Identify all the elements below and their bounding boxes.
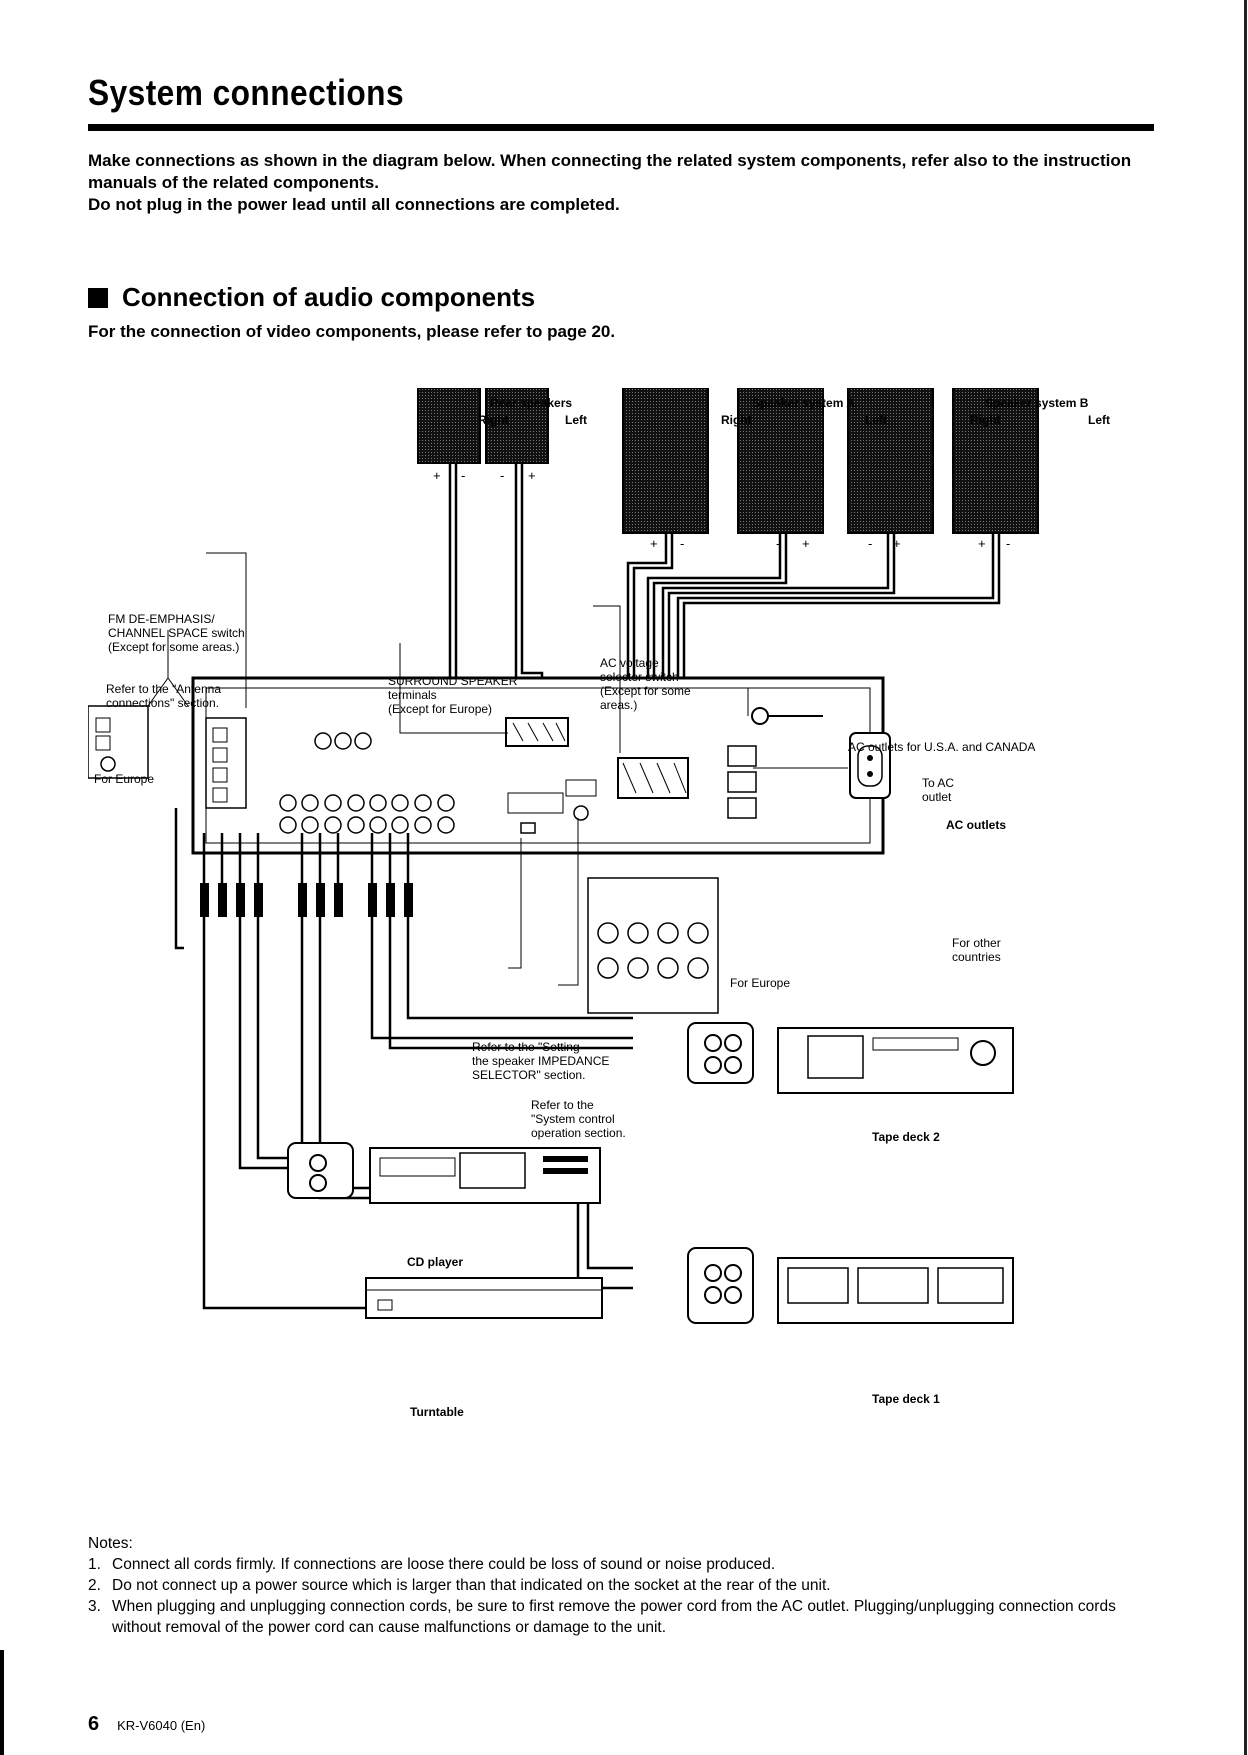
other-countries-label: For other countries	[952, 936, 1001, 964]
svg-text:+: +	[978, 536, 986, 551]
section-title: Connection of audio components	[122, 282, 536, 312]
europe-antenna-inset	[88, 677, 189, 779]
system-ref-label: Refer to the "System control operation s…	[531, 1098, 626, 1140]
intro-text: Make connections as shown in the diagram…	[88, 150, 1163, 216]
speaker-b-left-label: Left	[1088, 413, 1110, 427]
fm-switch-label: FM DE-EMPHASIS/ CHANNEL SPACE switch (Ex…	[108, 612, 245, 654]
for-europe-label: For Europe	[94, 772, 155, 786]
scan-edge-right	[1244, 0, 1247, 1755]
leader-lines	[167, 552, 848, 986]
cd-player	[287, 1142, 601, 1204]
receiver-rear-panel	[191, 676, 885, 855]
speaker-a-right-label: Right	[721, 413, 752, 427]
ac-voltage-label: AC voltage selector switch (Except for s…	[600, 656, 691, 712]
europe-speaker-label: For Europe	[730, 976, 791, 990]
ac-outlets-us-label: AC outlets for U.S.A. and CANADA	[848, 740, 1036, 754]
cd-player-label: CD player	[407, 1255, 464, 1269]
svg-text:-: -	[1006, 536, 1010, 551]
connection-diagram: + - - + + - - + - + + -	[88, 388, 1039, 1324]
turntable	[365, 1277, 603, 1319]
speaker-a-left: - +	[737, 388, 824, 551]
page-number: 6	[88, 1713, 100, 1735]
svg-text:-: -	[680, 536, 684, 551]
antenna-ref-label: Refer to the "Antenna connections" secti…	[106, 682, 222, 710]
ac-outlets-label: AC outlets	[946, 818, 1006, 832]
rear-right-label: Right	[478, 413, 509, 427]
svg-text:+: +	[433, 468, 441, 483]
speaker-a-label: Speaker system A	[752, 396, 855, 410]
speaker-b-label: Speaker system B	[985, 396, 1089, 410]
ac-outlet-other	[849, 732, 891, 799]
rear-speakers-label: Rear speakers	[490, 396, 573, 410]
scan-edge-left	[0, 1650, 4, 1755]
page-title: System connections	[88, 72, 405, 113]
turntable-label: Turntable	[410, 1405, 464, 1419]
notes-heading: Notes:	[88, 1535, 133, 1552]
section-heading: Connection of audio components	[88, 282, 535, 313]
note-item: 1. Connect all cords firmly. If connecti…	[88, 1556, 776, 1573]
tape-deck-1-label: Tape deck 1	[872, 1392, 940, 1406]
rca-plugs	[200, 883, 413, 917]
speaker-b-left: + -	[952, 388, 1039, 551]
tape-deck-2-label: Tape deck 2	[872, 1130, 940, 1144]
speaker-a-right: + -	[622, 388, 709, 551]
square-bullet-icon	[88, 287, 108, 308]
europe-speaker-inset	[587, 877, 719, 1014]
section-subtitle: For the connection of video components, …	[88, 322, 616, 341]
tape-deck-1	[687, 1247, 1014, 1324]
intro-paragraph-1: Make connections as shown in the diagram…	[88, 151, 1132, 192]
notes: Notes: 1. Connect all cords firmly. If c…	[88, 1533, 1148, 1638]
page-footer: 6 KR-V6040 (En)	[88, 1713, 205, 1736]
svg-text:+: +	[802, 536, 810, 551]
speaker-a-left-label: Left	[865, 413, 887, 427]
svg-text:-: -	[500, 468, 504, 483]
model-label: KR-V6040 (En)	[117, 1718, 206, 1733]
rear-left-label: Left	[565, 413, 587, 427]
svg-text:-: -	[776, 536, 780, 551]
note-item: 2. Do not connect up a power source whic…	[88, 1577, 831, 1594]
speaker-b-right: - +	[847, 388, 934, 551]
svg-text:+: +	[650, 536, 658, 551]
intro-paragraph-2: Do not plug in the power lead until all …	[88, 195, 620, 214]
impedance-ref-label: Refer to the "Setting the speaker IMPEDA…	[472, 1040, 610, 1082]
svg-text:+: +	[893, 536, 901, 551]
note-item: 3. When plugging and unplugging connecti…	[88, 1598, 1116, 1636]
svg-text:+: +	[528, 468, 536, 483]
to-ac-outlet-label: To AC outlet	[922, 776, 955, 804]
title-rule	[88, 124, 1154, 131]
speaker-b-right-label: Right	[970, 413, 1001, 427]
rear-speaker-right: + -	[417, 388, 481, 483]
tape-deck-2	[687, 1022, 1014, 1094]
svg-text:-: -	[461, 468, 465, 483]
svg-text:-: -	[868, 536, 872, 551]
surround-label: SURROUND SPEAKER terminals (Except for E…	[388, 674, 518, 716]
